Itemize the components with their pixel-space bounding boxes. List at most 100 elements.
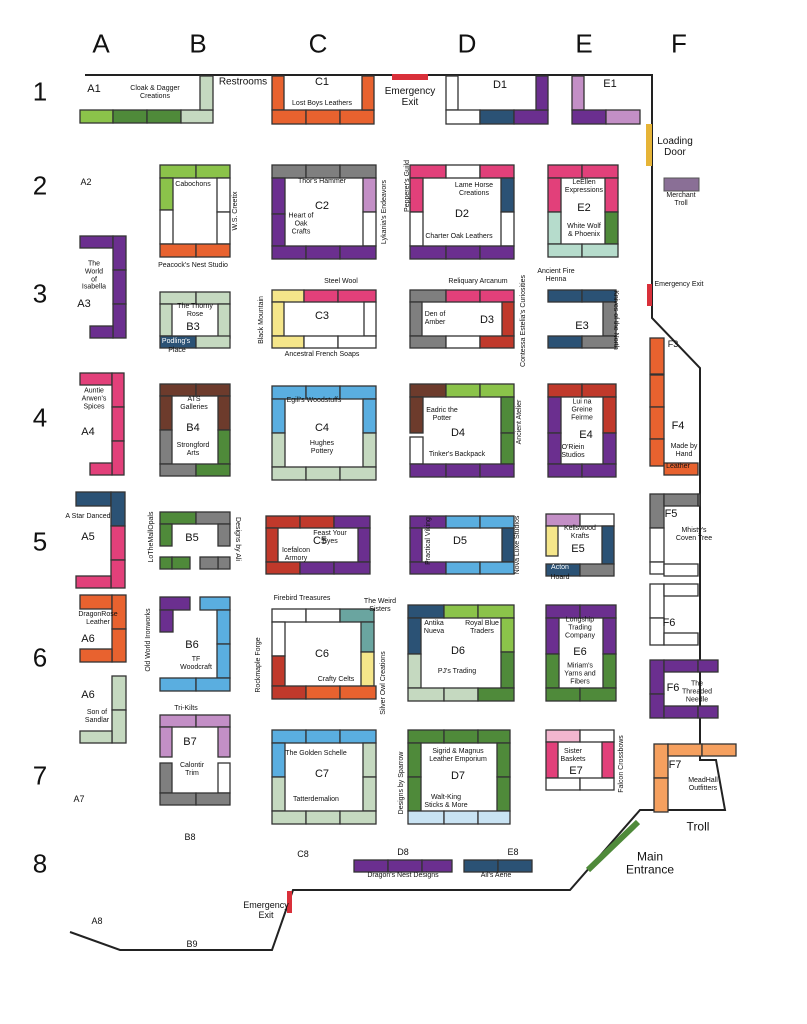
vendor-miriams: Miriam's Yarns and Fibers: [564, 662, 596, 685]
booth-wall-segment: [360, 651, 375, 687]
booth-code-e3: E3: [575, 319, 589, 332]
booth-wall-segment: [479, 463, 515, 478]
vendor-crafty-celts: Crafty Celts: [317, 676, 355, 684]
booth-code-c1: C1: [314, 75, 330, 88]
booth-wall-segment: [407, 653, 422, 689]
booth-wall-segment: [216, 643, 231, 679]
booth-code-a4: A4: [81, 425, 95, 438]
booth-wall-segment: [271, 621, 286, 657]
booth-wall-segment: [407, 617, 422, 655]
vendor-calontir: Calontir Trim: [179, 762, 205, 777]
booth-wall-segment: [339, 109, 375, 125]
booth-wall-segment: [535, 75, 549, 111]
booth-wall-segment: [339, 729, 377, 744]
booth-code-e5: E5: [571, 542, 585, 555]
vendor-cloak-dagger: Cloak & Dagger Creations: [130, 85, 180, 100]
vendor-made-by-hand: Made by Hand: [670, 443, 698, 458]
booth-wall-segment: [216, 609, 231, 645]
booth-wall-segment: [195, 335, 231, 349]
loading-door-marker: [646, 124, 652, 166]
booth-wall-segment: [479, 245, 515, 260]
booth-wall-segment: [79, 648, 113, 663]
vendor-ancient-fire: Ancient Fire Henna: [537, 268, 575, 283]
booth-wall-segment: [271, 289, 305, 303]
booth-layer: [75, 75, 737, 873]
booth-wall-segment: [547, 463, 583, 478]
booth-wall-segment: [199, 596, 231, 611]
column-header-a: A: [92, 28, 110, 59]
booth-wall-segment: [547, 396, 562, 434]
booth-code-d5: D5: [452, 534, 468, 547]
booth-code-d1: D1: [492, 78, 508, 91]
booth-wall-segment: [159, 463, 197, 477]
booth-wall-segment: [409, 289, 447, 303]
vendor-walt-king: Walt-King Sticks & More: [424, 794, 468, 809]
vendor-designs-sparrow: Designs by Sparrow: [398, 751, 406, 815]
booth-wall-segment: [195, 164, 231, 179]
booth-wall-segment: [75, 575, 112, 589]
booth-wall-segment: [111, 440, 125, 476]
booth-wall-segment: [443, 687, 479, 702]
booth-wall-segment: [571, 109, 607, 125]
booth-wall-segment: [409, 301, 423, 337]
booth-wall-segment: [305, 729, 341, 744]
booth-wall-segment: [409, 436, 424, 465]
vendor-dragonrose: DragonRose Leather: [78, 611, 118, 626]
booth-wall-segment: [445, 164, 481, 179]
booth-wall-segment: [479, 561, 515, 575]
vendor-knives-north: Knives of the North: [611, 290, 619, 350]
booth-wall-segment: [305, 245, 341, 260]
vendor-orioin: O'Riein Studios: [561, 444, 585, 459]
booth-wall-segment: [497, 859, 533, 873]
booth-wall-segment: [339, 608, 375, 623]
booth-wall-segment: [581, 335, 617, 349]
column-header-e: E: [575, 28, 593, 59]
booth-wall-segment: [265, 527, 279, 563]
vendor-feast-eyes: Feast Your Eyes: [313, 530, 347, 545]
vendor-peacocks-nest: Peacock's Nest Studio: [158, 262, 228, 270]
booth-wall-segment: [180, 109, 214, 124]
booth-wall-segment: [649, 374, 665, 408]
booth-wall-segment: [159, 556, 173, 570]
booth-wall-segment: [500, 617, 515, 653]
booth-wall-segment: [697, 493, 701, 507]
booth-wall-segment: [195, 792, 231, 806]
booth-wall-segment: [500, 432, 515, 465]
booth-code-a1: A1: [87, 82, 101, 95]
booth-wall-segment: [271, 810, 307, 825]
booth-wall-segment: [111, 372, 125, 408]
emergency-exit-top-marker: [392, 74, 428, 80]
vendor-icefalcon: Icefalcon Armory: [281, 547, 311, 562]
booth-wall-segment: [216, 211, 231, 245]
booth-code-e7: E7: [569, 764, 583, 777]
booth-wall-segment: [409, 383, 447, 398]
booth-wall-segment: [545, 729, 581, 743]
booth-code-c8: C8: [297, 848, 309, 859]
booth-code-b6: B6: [185, 638, 199, 651]
booth-wall-segment: [271, 742, 286, 778]
vendor-ancestral-soaps: Ancestral French Soaps: [284, 351, 360, 359]
booth-wall-segment: [701, 743, 737, 757]
booth-wall-segment: [500, 651, 515, 689]
booth-code-e4: E4: [579, 428, 593, 441]
booth-wall-segment: [649, 493, 665, 529]
booth-wall-segment: [649, 438, 665, 467]
booth-code-b5: B5: [185, 531, 199, 544]
booth-wall-segment: [305, 685, 341, 700]
booth-wall-segment: [663, 659, 699, 673]
booth-wall-segment: [649, 337, 665, 375]
booth-wall-segment: [421, 859, 453, 873]
booth-wall-segment: [110, 491, 126, 527]
booth-wall-segment: [217, 429, 231, 465]
booth-wall-segment: [445, 335, 481, 349]
booth-wall-segment: [111, 675, 127, 711]
booth-wall-segment: [171, 556, 191, 570]
booth-wall-segment: [663, 632, 699, 646]
column-header-c: C: [308, 28, 328, 59]
vendor-ws-creetix: W.S. Creetix: [232, 191, 240, 231]
booth-wall-segment: [271, 776, 286, 812]
booth-wall-segment: [571, 75, 585, 111]
booth-code-d3: D3: [479, 313, 495, 326]
booth-code-f7: F7: [668, 758, 682, 771]
booth-wall-segment: [463, 859, 499, 873]
